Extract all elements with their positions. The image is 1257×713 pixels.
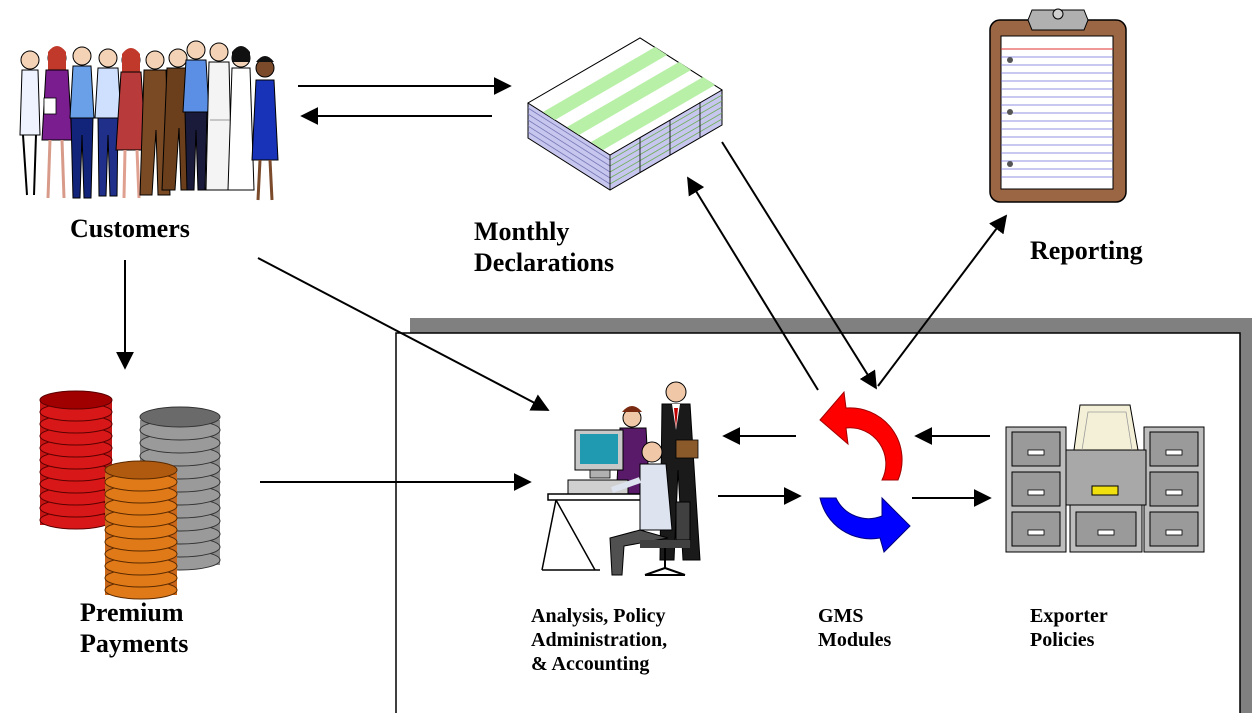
people-group-icon — [19, 40, 279, 201]
analysis-label: Analysis, Policy Administration, & Accou… — [531, 605, 668, 675]
reporting-label: Reporting — [1030, 236, 1143, 265]
premium-payments-label: Premium Payments — [80, 598, 189, 659]
arrow-customers-to-analysis — [257, 257, 550, 411]
file-cabinets-icon — [1005, 404, 1205, 553]
arrow-gms-to-declarations — [687, 176, 819, 391]
stacked-forms-icon — [527, 37, 723, 191]
arrow-declarations-to-gms — [721, 141, 877, 390]
flow-arrows — [116, 77, 1008, 507]
clipboard-icon — [989, 8, 1127, 203]
cycle-arrows-icon — [819, 390, 911, 553]
exporter-policies-label: Exporter Policies — [1030, 605, 1108, 651]
arrow-gms-to-reporting — [877, 214, 1008, 387]
gms-modules-label: GMS Modules — [818, 605, 892, 651]
monthly-declarations-label: Monthly Declarations — [474, 217, 615, 278]
coin-stacks-icon — [39, 390, 221, 600]
office-workers-icon — [541, 381, 701, 576]
customers-label: Customers — [70, 214, 190, 243]
